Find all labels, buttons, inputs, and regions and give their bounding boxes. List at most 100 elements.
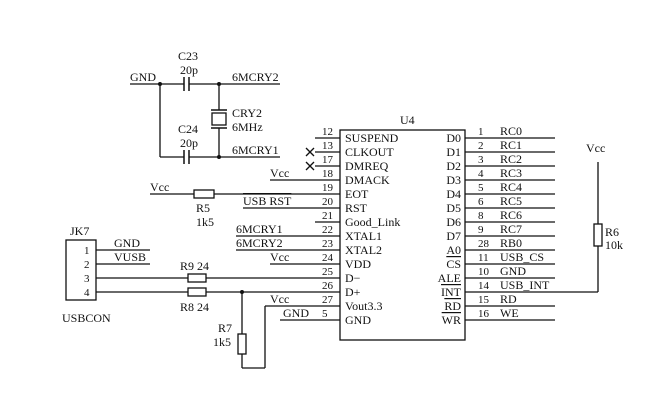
usbcon-label: USBCON [62, 311, 111, 325]
pin-name: D5 [446, 201, 461, 215]
pin-name: RST [345, 201, 368, 215]
pin-name: Vout3.3 [345, 299, 382, 313]
pin-net-label: RD [500, 292, 517, 306]
net-6mcry2-label: 6MCRY2 [236, 236, 283, 250]
connector-pin-number: 4 [84, 287, 90, 299]
c23-ref-label: C23 [178, 49, 198, 63]
pin-name: D2 [446, 159, 461, 173]
pin-name: D3 [446, 173, 461, 187]
pin-number: 23 [322, 238, 334, 250]
pin-number: 19 [322, 182, 334, 194]
pin-net-label: RC3 [500, 166, 522, 180]
r7-value-label: 1k5 [213, 335, 231, 349]
pin-net-label: RC1 [500, 138, 522, 152]
capacitor-c24 [183, 150, 190, 164]
r8-label: R8 24 [180, 300, 209, 314]
pin-net-label: RB0 [500, 236, 522, 250]
pin-name: D7 [446, 229, 461, 243]
c23-value-label: 20p [180, 63, 198, 77]
pin-number: 4 [478, 168, 484, 180]
chip-pin-left: 26 D+ [315, 280, 361, 299]
pin-number: 10 [478, 266, 490, 278]
chip-u4-body [339, 129, 466, 341]
pin-net-label: WE [500, 306, 519, 320]
cry2-ref-label: CRY2 [232, 106, 262, 120]
vcc-label-pin27: Vcc [270, 292, 289, 306]
pin-number: 9 [478, 224, 484, 236]
resistor-r7 [237, 333, 247, 355]
pin-number: 5 [322, 308, 328, 320]
vcc-label-r5: Vcc [150, 180, 169, 194]
jk7-pin1-net: GND [114, 236, 140, 250]
capacitor-c23 [183, 77, 190, 91]
r5-ref-label: R5 [196, 201, 210, 215]
pin-name: A0 [446, 243, 461, 257]
chip-pin-right: INT 14 USB_INT [441, 278, 555, 299]
gnd-label-pin5: GND [283, 306, 309, 320]
jk7-pin2-net: VUSB [114, 250, 146, 264]
pin-number: 21 [322, 210, 333, 222]
resistor-r5 [193, 189, 215, 199]
pin-name: WR [442, 313, 461, 327]
pin-name: CS [446, 257, 461, 271]
pin-number: 18 [322, 168, 334, 180]
jk7-body [65, 239, 97, 301]
pin-number: 24 [322, 252, 334, 264]
pin-number: 26 [322, 280, 334, 292]
left-side-nets: Vcc Vcc R5 1k5 USB RST 6MCRY1 6MCRY2 Vcc… [150, 166, 315, 321]
vcc-label-pin24: Vcc [270, 250, 289, 264]
pin-number: 27 [322, 294, 334, 306]
r6-ref-label: R6 [605, 225, 619, 239]
pin-number: 1 [478, 126, 484, 138]
r6-vcc-label: Vcc [586, 141, 605, 155]
vcc-label-pin18: Vcc [270, 166, 289, 180]
no-connect-mark [305, 161, 315, 171]
pin-name: SUSPEND [345, 131, 399, 145]
pin-net-label: RC2 [500, 152, 522, 166]
pin-net-label: RC6 [500, 208, 522, 222]
connector-pin-number: 1 [84, 245, 90, 257]
r5-value-label: 1k5 [196, 215, 214, 229]
connector-pin-number: 3 [84, 273, 90, 285]
pin-number: 5 [478, 182, 484, 194]
pin-number: 22 [322, 224, 333, 236]
pin-name: ALE [438, 271, 461, 285]
junction-dot [158, 82, 162, 86]
pin-name: INT [441, 285, 462, 299]
pin-name: EOT [345, 187, 369, 201]
r9-label: R9 24 [180, 259, 209, 273]
chip-pin-left: 19 EOT [315, 182, 369, 201]
chip-pin-right: D6 8 RC6 [446, 208, 555, 229]
pin-name: D+ [345, 285, 361, 299]
pin-number: 3 [478, 154, 484, 166]
pin-name: D6 [446, 215, 461, 229]
pin-name: D1 [446, 145, 461, 159]
pin-number: 15 [478, 294, 490, 306]
pin-number: 11 [478, 252, 489, 264]
pin-name: Good_Link [345, 215, 400, 229]
pin-number: 14 [478, 280, 490, 292]
chip-u4-ref: U4 [400, 113, 415, 127]
net-usb-rst-label: USB RST [243, 194, 292, 208]
junction-dot [217, 82, 221, 86]
pin-net-label: USB_INT [500, 278, 550, 292]
pin-name: VDD [345, 257, 371, 271]
pin-number: 8 [478, 210, 484, 222]
